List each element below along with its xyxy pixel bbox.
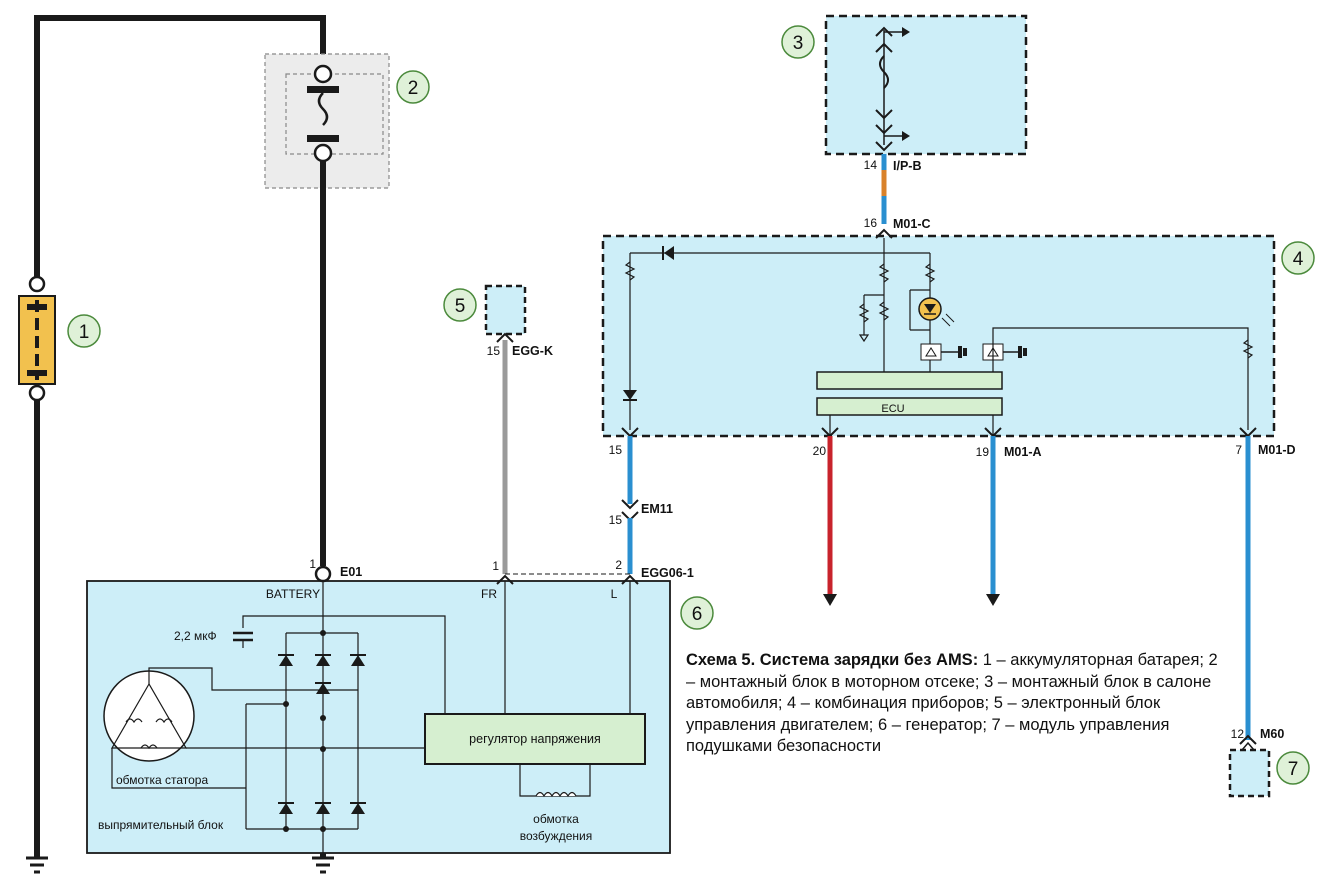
regulator-label: регулятор напряжения	[469, 732, 601, 746]
m01-pin-20: 20	[813, 444, 827, 458]
egg-k-pin: 15	[487, 344, 501, 358]
airbag-module: 12 M60	[1228, 727, 1284, 798]
rectifier-label: выпрямительный блок	[98, 818, 224, 832]
battery-terminal-label: BATTERY	[266, 587, 320, 601]
m01-a-pin: 19	[976, 445, 990, 459]
caption-text: 1 – аккумуляторная батарея; 2 – монтажны…	[686, 651, 1218, 755]
capacitor-label: 2,2 мкФ	[174, 629, 217, 643]
field-label-1: обмотка	[533, 812, 579, 826]
ip-b-label: I/P-B	[893, 159, 921, 173]
m01-d-pin: 7	[1235, 443, 1242, 457]
instrument-cluster: ECU	[601, 228, 1276, 438]
callout-6: 6	[680, 596, 714, 630]
svg-text:1: 1	[79, 322, 90, 343]
engine-fuse-block	[264, 53, 390, 566]
diode-icon	[315, 682, 331, 694]
svg-text:3: 3	[793, 33, 804, 54]
l-terminal-label: L	[611, 587, 618, 601]
egg06-label: EGG06-1	[641, 566, 694, 580]
ecu-block	[816, 397, 1003, 416]
diode-icon	[315, 802, 331, 814]
m01-c-label: M01-C	[893, 217, 931, 231]
callout-5: 5	[443, 288, 477, 322]
egg06-fr-pin: 1	[492, 559, 499, 573]
callout-2: 2	[396, 70, 430, 104]
m01-c-pin: 16	[864, 216, 878, 230]
caption-title: Схема 5. Система зарядки без AMS:	[686, 651, 979, 669]
m01-pin-15: 15	[609, 443, 623, 457]
ip-b-pin: 14	[864, 158, 878, 172]
figure-caption: Схема 5. Система зарядки без AMS: 1 – ак…	[686, 650, 1226, 758]
em11-pin: 15	[609, 513, 623, 527]
e01-pin: 1	[309, 557, 316, 571]
m01-a-label: M01-A	[1004, 445, 1042, 459]
ground-icon	[312, 856, 334, 874]
field-label-2: возбуждения	[520, 829, 592, 843]
stator-label: обмотка статора	[116, 773, 208, 787]
diode-icon	[315, 654, 331, 666]
diode-icon	[350, 802, 366, 814]
battery-circuit	[18, 15, 326, 874]
field-coil-icon	[535, 791, 577, 798]
callout-1: 1	[67, 314, 101, 348]
voltage-regulator	[424, 713, 646, 765]
callout-3: 3	[781, 25, 815, 59]
em11-label: EM11	[641, 502, 673, 516]
diode-icon	[278, 654, 294, 666]
callout-4: 4	[1281, 241, 1315, 275]
m01-d-label: M01-D	[1258, 443, 1296, 457]
m60-label: M60	[1260, 727, 1284, 741]
svg-text:2: 2	[408, 78, 419, 99]
egg-k-label: EGG-K	[512, 344, 553, 358]
e01-label: E01	[340, 565, 362, 579]
egg06-pin: 2	[615, 558, 622, 572]
fr-terminal-label: FR	[481, 587, 497, 601]
svg-text:7: 7	[1288, 759, 1299, 780]
svg-text:5: 5	[455, 296, 466, 317]
interior-fuse-block	[824, 14, 1028, 156]
ecu-label: ECU	[881, 403, 904, 415]
diode-icon	[350, 654, 366, 666]
generator: 1 E01 1 2 EGG06-1 BATTERY FR L 2,2 мкФ	[86, 557, 694, 874]
m60-pin: 12	[1231, 727, 1245, 741]
callout-7: 7	[1276, 751, 1310, 785]
svg-text:6: 6	[692, 604, 703, 625]
engine-ecu: 15 EGG-K	[484, 284, 553, 574]
diode-icon	[278, 802, 294, 814]
ground-icon	[26, 856, 48, 874]
svg-text:4: 4	[1293, 249, 1304, 270]
